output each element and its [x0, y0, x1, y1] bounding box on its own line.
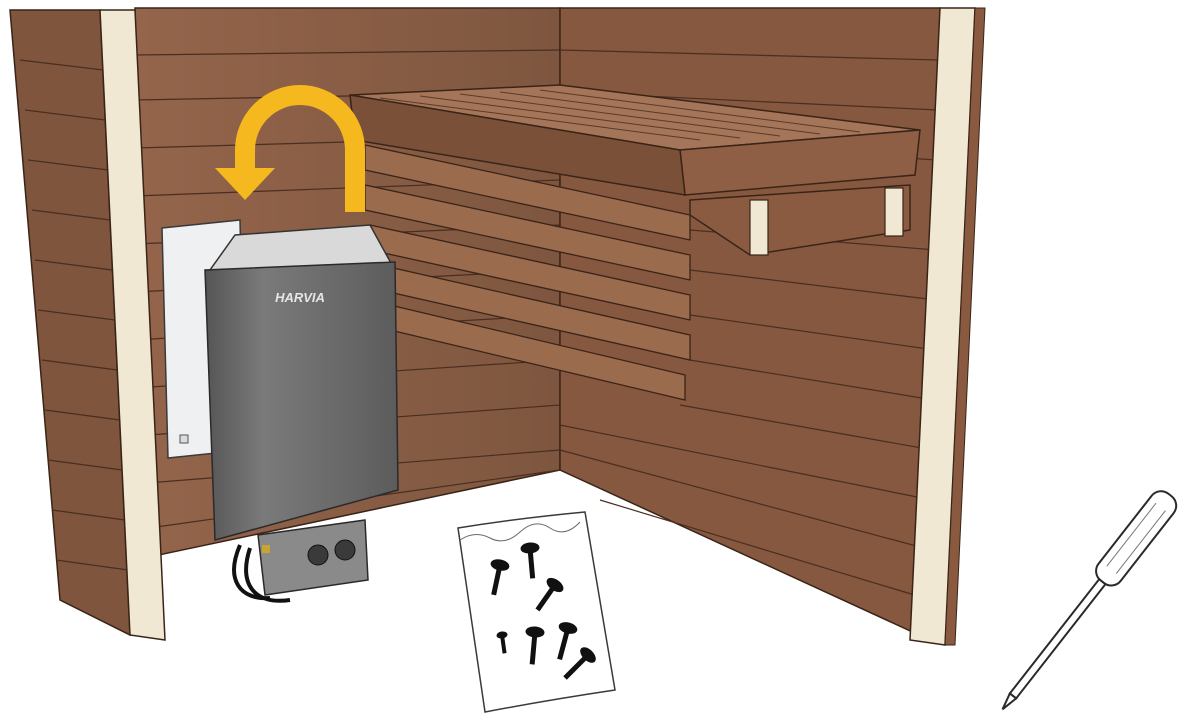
heater-control-box [258, 520, 368, 595]
heater-knob-right [335, 540, 355, 560]
heater-brand-label: HARVIA [275, 290, 325, 305]
heater-knob-left [308, 545, 328, 565]
indicator-light [262, 545, 270, 553]
screw-bag-icon [458, 512, 615, 712]
screwdriver-icon [992, 486, 1182, 716]
sauna-heater: HARVIA [205, 225, 398, 601]
